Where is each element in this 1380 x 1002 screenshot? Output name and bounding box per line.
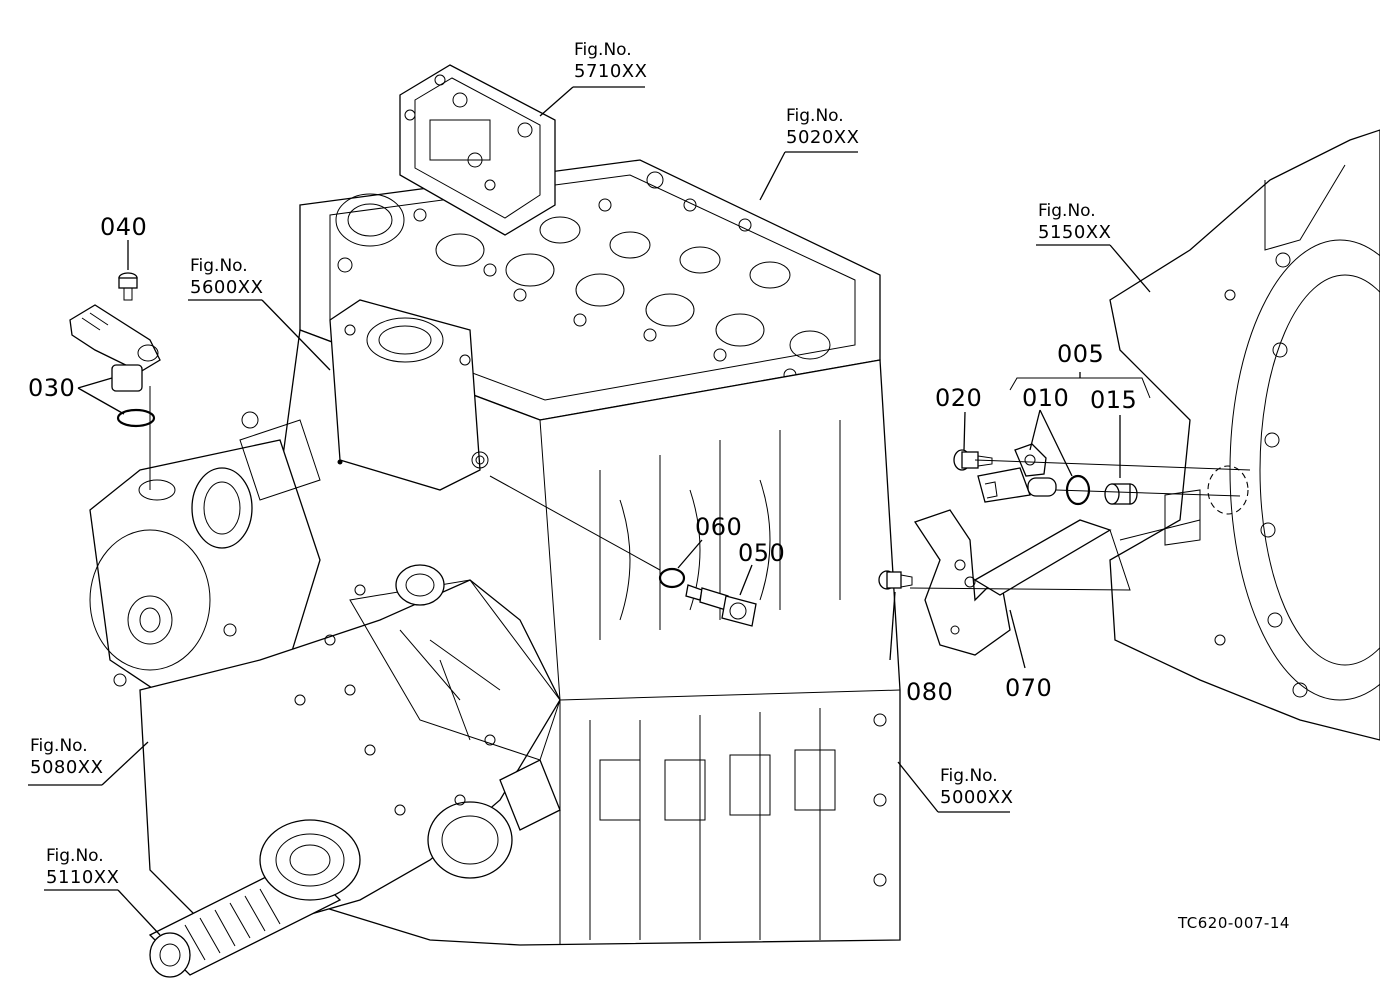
part-010-sensor xyxy=(977,443,1057,503)
part-040-bolt xyxy=(118,272,138,301)
document-code: TC620-007-14 xyxy=(1178,914,1290,932)
fig-ref-5020: Fig.No. 5020XX xyxy=(786,108,859,147)
part-060-oring xyxy=(658,567,686,589)
thermostat-housing xyxy=(329,299,489,491)
fig-ref-5110: Fig.No. 5110XX xyxy=(46,848,119,887)
fig-ref-5150: Fig.No. 5150XX xyxy=(1038,203,1111,242)
part-number-015: 015 xyxy=(1090,386,1138,414)
leader-lines xyxy=(28,86,1151,936)
fig-ref-number: 5020XX xyxy=(786,127,860,148)
part-020-bolt xyxy=(953,449,993,471)
fig-ref-number: 5110XX xyxy=(46,867,120,888)
part-number-080: 080 xyxy=(906,678,954,706)
rocker-cover xyxy=(399,64,556,236)
part-number-060: 060 xyxy=(695,513,743,541)
fig-ref-line1: Fig.No. xyxy=(46,846,104,866)
fig-ref-number: 5080XX xyxy=(30,757,104,778)
fig-ref-number: 5000XX xyxy=(940,787,1014,808)
part-070-bracket xyxy=(913,509,1112,656)
part-030-sensor xyxy=(69,304,161,428)
flywheel-housing xyxy=(1109,129,1380,741)
fig-ref-line1: Fig.No. xyxy=(190,256,248,276)
gear-case xyxy=(139,564,561,941)
fig-ref-number: 5710XX xyxy=(574,61,648,82)
fig-ref-number: 5150XX xyxy=(1038,222,1112,243)
part-015-bushing xyxy=(1104,483,1138,505)
part-number-070: 070 xyxy=(1005,674,1053,702)
part-number-005: 005 xyxy=(1057,340,1105,368)
fig-ref-line1: Fig.No. xyxy=(30,736,88,756)
part-number-040: 040 xyxy=(100,213,148,241)
fig-ref-line1: Fig.No. xyxy=(1038,201,1096,221)
crankshaft-nose xyxy=(148,819,361,978)
fig-ref-line1: Fig.No. xyxy=(574,40,632,60)
part-number-020: 020 xyxy=(935,384,983,412)
fig-ref-5000: Fig.No. 5000XX xyxy=(940,768,1013,807)
fig-ref-5080: Fig.No. 5080XX xyxy=(30,738,103,777)
assembly-centerlines xyxy=(149,386,1251,591)
water-pump xyxy=(89,411,321,721)
part-number-010: 010 xyxy=(1022,384,1070,412)
fig-ref-5710: Fig.No. 5710XX xyxy=(574,42,647,81)
part-number-030: 030 xyxy=(28,374,76,402)
part-050-sensor xyxy=(685,584,757,627)
fig-ref-line1: Fig.No. xyxy=(786,106,844,126)
fig-ref-line1: Fig.No. xyxy=(940,766,998,786)
fig-ref-5600: Fig.No. 5600XX xyxy=(190,258,263,297)
fig-ref-number: 5600XX xyxy=(190,277,264,298)
part-number-050: 050 xyxy=(738,539,786,567)
part-080-bolt xyxy=(878,570,913,590)
